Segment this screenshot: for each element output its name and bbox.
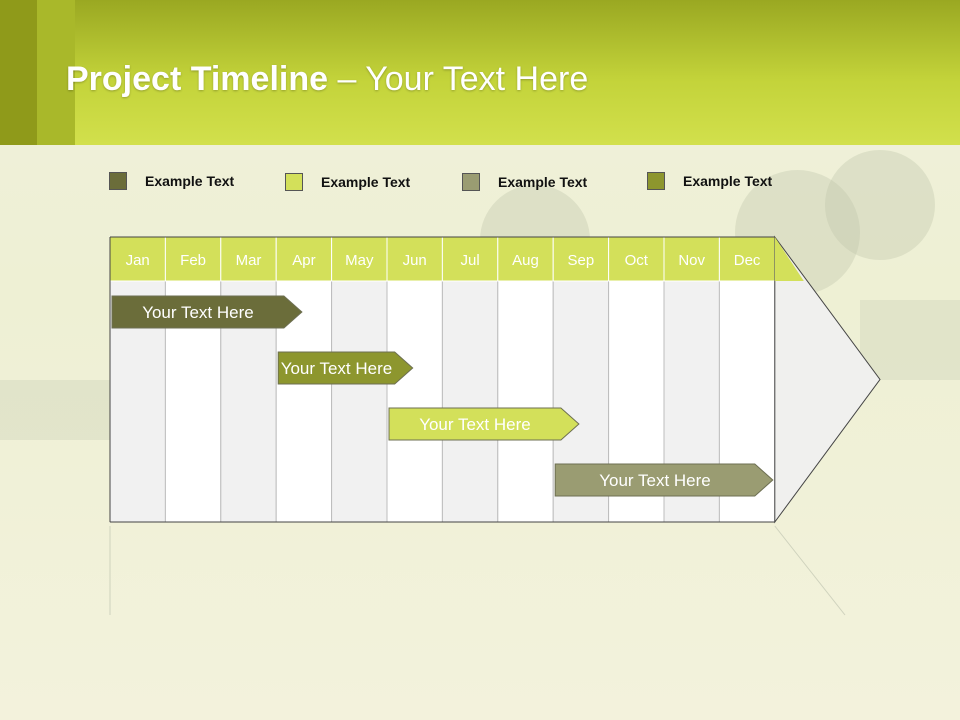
legend-item: Example Text <box>109 171 234 191</box>
month-label: Apr <box>292 252 315 269</box>
frame-reflection <box>774 525 846 616</box>
month-cell <box>331 236 388 282</box>
month-cell <box>164 236 222 282</box>
header-accent-strip <box>0 0 37 145</box>
task-bar-label: Your Text Here <box>281 359 393 378</box>
task-bar-label: Your Text Here <box>419 415 531 434</box>
timeline-frame <box>109 235 881 616</box>
month-column <box>441 280 499 523</box>
month-cell <box>386 236 443 282</box>
legend-swatch <box>285 173 303 191</box>
page-title-rest: – Your Text Here <box>328 60 589 98</box>
month-label: Oct <box>625 252 649 269</box>
month-cell <box>497 236 554 282</box>
month-label: Aug <box>512 252 539 269</box>
task-bar <box>277 351 414 385</box>
legend-swatch <box>462 173 480 191</box>
task-bar <box>554 463 774 497</box>
month-label: Jun <box>403 252 427 269</box>
month-column <box>497 280 554 523</box>
month-label: Feb <box>180 252 206 269</box>
timeline-arrowhead <box>774 235 881 524</box>
month-label: Jul <box>461 252 480 269</box>
background-shape <box>825 150 935 260</box>
legend-label: Example Text <box>683 173 773 189</box>
task-bar <box>111 295 303 329</box>
month-label: Dec <box>734 252 761 269</box>
legend-swatch <box>109 172 127 190</box>
legend-item: Example Text <box>462 172 587 192</box>
legend-item: Example Text <box>647 171 772 191</box>
month-label: Mar <box>236 252 262 269</box>
task-bar <box>388 407 580 441</box>
timeline-columns <box>109 236 776 523</box>
month-labels: Jan Feb Mar Apr May Jun Jul Aug Sep Oct Nov Dec <box>126 252 761 269</box>
page-title-bold: Project Timeline <box>66 60 329 98</box>
month-cell <box>608 236 665 282</box>
legend-label: Example Text <box>498 174 588 190</box>
month-cell <box>220 236 277 282</box>
header-accent-strip <box>37 0 75 145</box>
page-title: Project Timeline – Your Text Here <box>66 60 588 99</box>
month-column <box>386 280 443 523</box>
legend-swatch <box>647 172 665 190</box>
legend-label: Example Text <box>145 173 235 189</box>
month-label: Sep <box>568 252 595 269</box>
task-bar-label: Your Text Here <box>142 303 254 322</box>
header-banner <box>0 0 960 145</box>
month-band-tip <box>774 237 804 281</box>
month-cell <box>552 236 610 282</box>
month-label: Nov <box>678 252 705 269</box>
month-cell <box>718 236 776 282</box>
background-shape <box>0 380 120 440</box>
background-shape <box>860 300 960 380</box>
month-column <box>331 280 388 523</box>
legend-label: Example Text <box>321 174 411 190</box>
month-label: Jan <box>126 252 150 269</box>
month-cell <box>275 236 333 282</box>
legend-item: Example Text <box>285 172 410 192</box>
month-label: May <box>345 252 374 269</box>
task-bar-label: Your Text Here <box>599 471 711 490</box>
